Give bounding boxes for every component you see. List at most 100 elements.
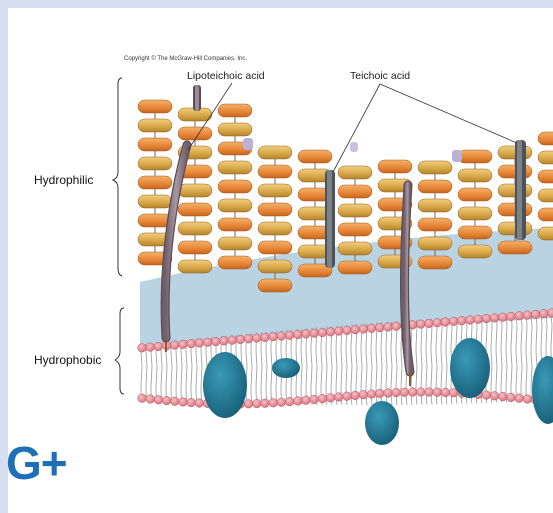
phospholipid-head: [228, 336, 237, 345]
peptidoglycan-unit: [258, 241, 292, 254]
peptidoglycan-unit: [538, 189, 553, 202]
phospholipid-head: [335, 393, 344, 402]
phospholipid-head: [138, 344, 147, 353]
phospholipid-head: [359, 325, 368, 334]
peptidoglycan-unit: [258, 165, 292, 178]
peptidoglycan-unit: [178, 184, 212, 197]
phospholipid-head: [138, 394, 147, 403]
phospholipid-head: [318, 328, 327, 337]
phospholipid-head: [490, 314, 499, 323]
peptidoglycan-unit: [538, 170, 553, 183]
phospholipid-head: [540, 309, 549, 318]
phospholipid-head: [400, 388, 409, 397]
peptidoglycan-unit: [258, 260, 292, 273]
phospholipid-head: [179, 398, 188, 407]
peptidoglycan-unit: [218, 180, 252, 193]
peptidoglycan-unit: [138, 195, 172, 208]
peptidoglycan-unit: [178, 127, 212, 140]
phospholipid-head: [425, 319, 434, 328]
phospholipid-head: [384, 389, 393, 398]
peptidoglycan-unit: [378, 160, 412, 173]
phospholipid-head: [376, 389, 385, 398]
peptidoglycan-unit: [258, 146, 292, 159]
peptidoglycan-unit: [458, 207, 492, 220]
phospholipid-head: [392, 322, 401, 331]
phospholipid-head: [212, 337, 221, 346]
phospholipid-head: [252, 334, 261, 343]
peptidoglycan-unit: [218, 161, 252, 174]
peptidoglycan-unit: [218, 256, 252, 269]
phospholipid-head: [417, 388, 426, 397]
phospholipid-head: [351, 325, 360, 334]
phospholipid-head: [294, 397, 303, 406]
phospholipid-head: [310, 395, 319, 404]
phospholipid-head: [277, 332, 286, 341]
phospholipid-head: [343, 326, 352, 335]
peptidoglycan-unit: [458, 226, 492, 239]
phospholipid-head: [326, 327, 335, 336]
phospholipid-head: [507, 312, 516, 321]
phospholipid-head: [285, 397, 294, 406]
membrane-protein: [272, 358, 300, 378]
phospholipid-head: [187, 339, 196, 348]
phospholipid-head: [507, 393, 516, 402]
phospholipid-head: [449, 317, 458, 326]
phospholipid-head: [433, 388, 442, 397]
phospholipid-head: [244, 400, 253, 409]
phospholipid-head: [490, 392, 499, 401]
peptidoglycan-unit: [138, 119, 172, 132]
membrane-protein: [450, 338, 490, 398]
peptidoglycan-unit: [138, 138, 172, 151]
phospholipid-head: [261, 399, 270, 408]
copyright-notice: Copyright © The McGraw-Hill Companies, I…: [124, 56, 247, 62]
membrane-protein: [365, 401, 399, 445]
phospholipid-head: [499, 392, 508, 401]
phospholipid-head: [294, 330, 303, 339]
phospholipid-head: [252, 399, 261, 408]
peptidoglycan-unit: [218, 123, 252, 136]
phospholipid-head: [515, 311, 524, 320]
phospholipid-head: [277, 398, 286, 407]
peptidoglycan-unit: [458, 169, 492, 182]
phospholipid-head: [302, 330, 311, 339]
phospholipid-head: [326, 393, 335, 402]
peptidoglycan-unit: [538, 151, 553, 164]
peptidoglycan-unit: [498, 241, 532, 254]
phospholipid-head: [244, 334, 253, 343]
peptidoglycan-unit: [418, 161, 452, 174]
peptidoglycan-unit: [418, 237, 452, 250]
phospholipid-head: [236, 335, 245, 344]
cell-type-label: G+: [6, 436, 67, 490]
label-teichoic-acid: Teichoic acid: [350, 70, 410, 82]
peptidoglycan-unit: [538, 132, 553, 145]
phospholipid-head: [162, 396, 171, 405]
phospholipid-head: [335, 327, 344, 336]
peptidoglycan-unit: [258, 222, 292, 235]
peptidoglycan-unit: [178, 241, 212, 254]
membrane-protein: [203, 352, 247, 418]
peptidoglycan-unit: [458, 188, 492, 201]
phospholipid-head: [187, 398, 196, 407]
phospholipid-head: [523, 311, 532, 320]
phospholipid-head: [195, 339, 204, 348]
phospholipid-head: [458, 316, 467, 325]
phospholipid-head: [195, 399, 204, 408]
phospholipid-head: [343, 392, 352, 401]
phospholipid-head: [154, 396, 163, 405]
phospholipid-head: [285, 331, 294, 340]
peptidoglycan-unit: [418, 180, 452, 193]
phospholipid-head: [179, 340, 188, 349]
phospholipid-head: [466, 316, 475, 325]
phospholipid-head: [359, 390, 368, 399]
phospholipid-head: [408, 388, 417, 397]
peptidoglycan-unit: [258, 279, 292, 292]
phospholipid-head: [482, 314, 491, 323]
label-hydrophobic: Hydrophobic: [34, 353, 101, 367]
phospholipid-head: [154, 342, 163, 351]
phospholipid-head: [392, 388, 401, 397]
phospholipid-head: [351, 391, 360, 400]
peptidoglycan-unit: [418, 218, 452, 231]
phospholipid-head: [417, 320, 426, 329]
peptidoglycan-unit: [338, 223, 372, 236]
